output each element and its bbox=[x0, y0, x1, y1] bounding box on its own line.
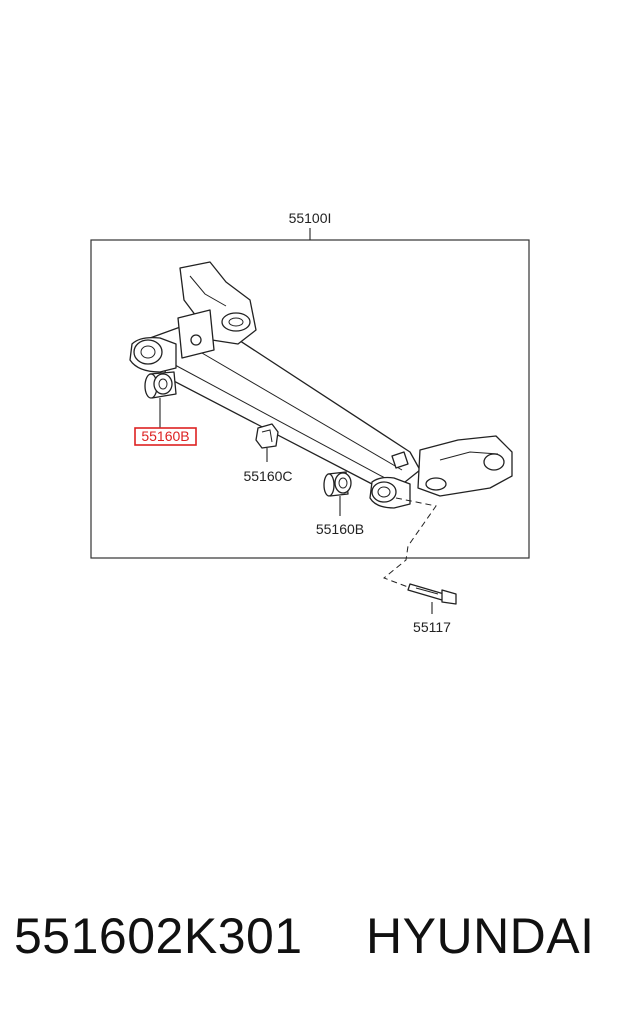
label-55117[interactable]: 55117 bbox=[413, 619, 451, 635]
stopper-55160C[interactable] bbox=[255, 423, 279, 449]
bolt-insertion-path bbox=[383, 497, 437, 591]
label-55160B-right[interactable]: 55160B bbox=[316, 521, 364, 537]
label-55100I[interactable]: 55100I bbox=[289, 210, 332, 226]
bushing-left[interactable] bbox=[144, 371, 177, 399]
label-55160B-left[interactable]: 55160B bbox=[141, 428, 189, 444]
label-55160C[interactable]: 55160C bbox=[243, 468, 292, 484]
parts-diagram: 55100I 55160B bbox=[90, 210, 530, 635]
bolt-55117[interactable] bbox=[407, 583, 457, 605]
part-caption: 551602K301 HYUNDAI bbox=[0, 900, 620, 980]
highlight-box bbox=[134, 427, 197, 446]
part-number-text: 551602K301 bbox=[14, 908, 303, 964]
bushing-right[interactable] bbox=[323, 471, 352, 497]
torsion-beam-axle bbox=[129, 261, 513, 509]
brand-text: HYUNDAI bbox=[366, 908, 595, 964]
